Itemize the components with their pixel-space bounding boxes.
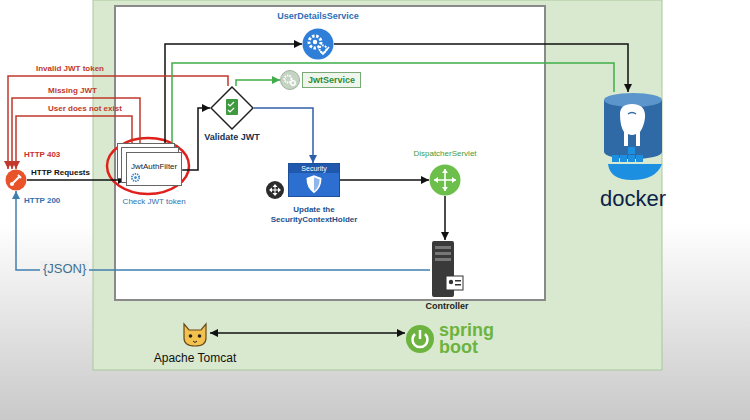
controller-icon: Controller xyxy=(430,240,464,298)
security-caption: Update the SecurityContextHolder xyxy=(256,205,372,224)
router-symbol xyxy=(429,164,461,196)
service-icon xyxy=(280,70,300,90)
service-label: UserDetailsService xyxy=(277,11,359,21)
client-symbol xyxy=(5,169,27,191)
tomcat-icon: Apache Tomcat xyxy=(180,318,210,348)
connector xyxy=(236,80,280,86)
connector xyxy=(444,196,446,240)
server-symbol xyxy=(430,240,464,298)
connector xyxy=(172,63,614,152)
filter-caption: Check JWT token xyxy=(123,197,186,206)
framework-logo: spring boot xyxy=(405,322,499,356)
service-icon: UserDetailsService xyxy=(302,28,334,60)
power-symbol xyxy=(405,324,435,354)
gear-icon xyxy=(280,70,300,90)
gear-icon xyxy=(302,28,334,60)
edge-label: User does not exist xyxy=(48,104,122,113)
connector xyxy=(254,108,313,163)
service-box: JwtService xyxy=(280,70,361,90)
docker-label: docker xyxy=(600,186,666,212)
connector xyxy=(165,44,302,152)
move-icon xyxy=(266,181,284,199)
edge-label: Missing JWT xyxy=(48,86,97,95)
status-label: HTTP 200 xyxy=(24,196,60,205)
highlight-circle xyxy=(107,138,189,194)
status-label: HTTP 403 xyxy=(24,150,60,159)
connector xyxy=(210,332,405,334)
client-icon: HTTP 403HTTP 200 xyxy=(5,169,27,191)
connector xyxy=(334,44,628,92)
cat-symbol xyxy=(180,318,210,348)
connector xyxy=(16,116,132,169)
connector xyxy=(12,98,140,169)
app-panel xyxy=(93,0,662,370)
servlet-icon: DispatcherServlet xyxy=(429,164,461,196)
postgres-docker-symbol xyxy=(598,92,668,184)
power-icon xyxy=(405,324,435,354)
filter-box: JwtAuthFilterCheck JWT token xyxy=(126,152,182,186)
security-box: SecurityUpdate the SecurityContextHolder xyxy=(288,163,340,197)
edge-label: HTTP Requests xyxy=(31,168,90,177)
connector xyxy=(16,191,430,270)
decision-diamond: Validate JWT xyxy=(210,86,254,130)
connector xyxy=(8,76,228,169)
server-label: Apache Tomcat xyxy=(154,351,237,365)
diamond-shape xyxy=(210,86,254,130)
gear-icon xyxy=(130,172,141,183)
gear-shape xyxy=(130,172,141,183)
service-label: JwtService xyxy=(302,72,361,88)
connector xyxy=(340,179,429,181)
framework-label: spring boot xyxy=(439,322,499,356)
decision-label: Validate JWT xyxy=(204,132,260,142)
servlet-label: DispatcherServlet xyxy=(413,149,476,158)
security-header: Security xyxy=(289,164,339,173)
security-frame xyxy=(115,6,545,300)
database-icon: docker xyxy=(598,92,668,184)
filter-label: JwtAuthFilter xyxy=(131,162,177,171)
connector xyxy=(27,179,126,181)
edge-label: {JSON} xyxy=(40,261,89,276)
edge-label: Invalid JWT token xyxy=(36,64,104,73)
controller-label: Controller xyxy=(425,301,468,311)
